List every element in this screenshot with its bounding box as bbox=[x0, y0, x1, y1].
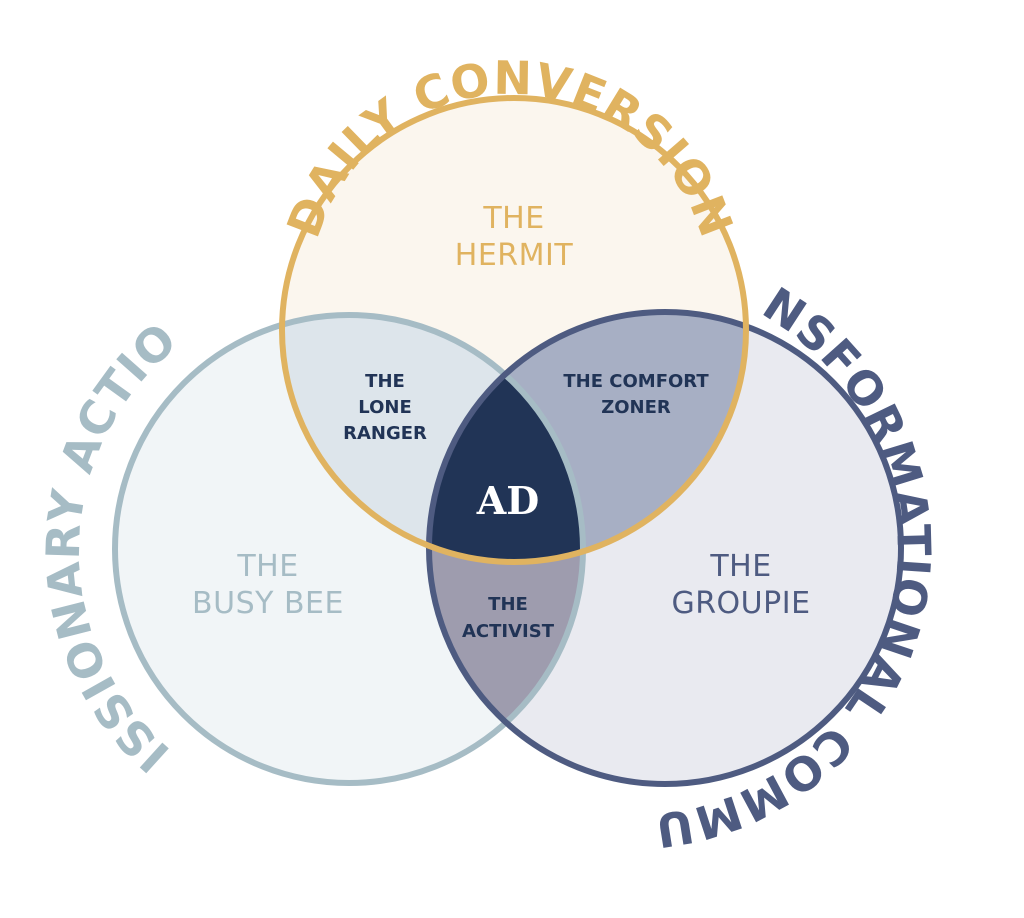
lone-ranger-line1: THE bbox=[365, 371, 405, 392]
overlap-center bbox=[429, 315, 583, 562]
center-label: AD bbox=[476, 478, 539, 523]
region-hermit-line1: THE bbox=[482, 201, 544, 236]
region-busy-bee-line2: BUSY BEE bbox=[192, 586, 344, 621]
region-groupie-line2: GROUPIE bbox=[671, 586, 810, 621]
overlap-label-comfort-zoner: THE COMFORT ZONER bbox=[563, 371, 709, 418]
region-hermit-line2: HERMIT bbox=[455, 238, 574, 273]
overlap-label-lone-ranger: THE LONE RANGER bbox=[343, 371, 427, 444]
region-hermit: THE HERMIT bbox=[455, 201, 574, 273]
overlap-label-activist: THE ACTIVIST bbox=[462, 594, 555, 642]
lone-ranger-line2: LONE bbox=[358, 397, 412, 418]
region-groupie: THE GROUPIE bbox=[671, 549, 810, 621]
region-groupie-line1: THE bbox=[709, 549, 771, 584]
lone-ranger-line3: RANGER bbox=[343, 423, 427, 444]
comfort-zoner-line1: THE COMFORT bbox=[563, 371, 709, 392]
circle-daily-conversion-outline bbox=[279, 95, 749, 565]
region-busy-bee: THE BUSY BEE bbox=[192, 549, 344, 621]
comfort-zoner-line2: ZONER bbox=[601, 397, 671, 418]
activist-line1: THE bbox=[488, 594, 528, 615]
activist-line2: ACTIVIST bbox=[462, 621, 555, 642]
region-busy-bee-line1: THE bbox=[236, 549, 298, 584]
